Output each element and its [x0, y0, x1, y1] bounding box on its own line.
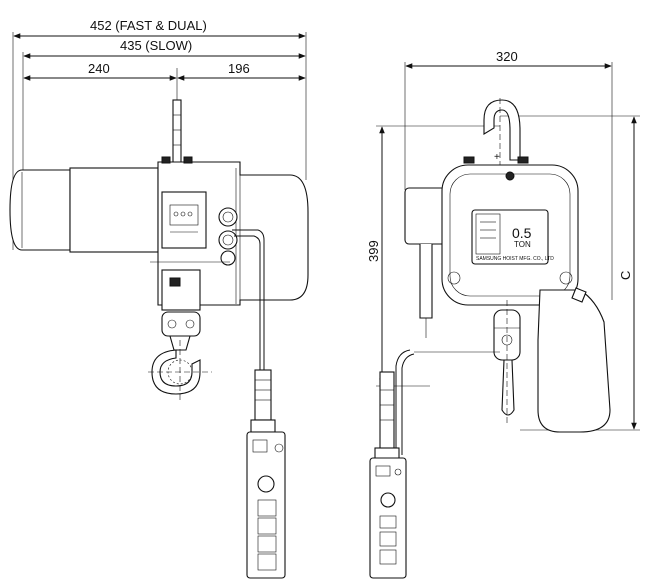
hoist-side-view-icon: + 0.5 TON SAMSUNG HOIST MFG. CO., LTD: [395, 98, 611, 455]
svg-text:+: +: [494, 152, 500, 163]
hoist-front-view-icon: [9, 99, 309, 400]
pendant-switch-icon: [246, 369, 286, 579]
front-dimensions: 452 (FAST & DUAL) 435 (SLOW) 240 196: [12, 18, 307, 250]
dim-320-label: 320: [496, 49, 518, 64]
side-dimensions: 320 399 C: [366, 49, 640, 431]
nameplate-capacity: 0.5: [512, 225, 532, 241]
dim-240-label: 240: [88, 61, 110, 76]
dim-196-label: 196: [228, 61, 250, 76]
nameplate-unit: TON: [514, 240, 531, 249]
dim-c-label: C: [618, 271, 633, 280]
dim-452-label: 452 (FAST & DUAL): [90, 18, 207, 33]
dim-399-label: 399: [366, 240, 381, 262]
nameplate-maker: SAMSUNG HOIST MFG. CO., LTD: [476, 256, 554, 262]
dim-435-label: 435 (SLOW): [120, 38, 192, 53]
side-pendant-switch-icon: [369, 371, 407, 579]
